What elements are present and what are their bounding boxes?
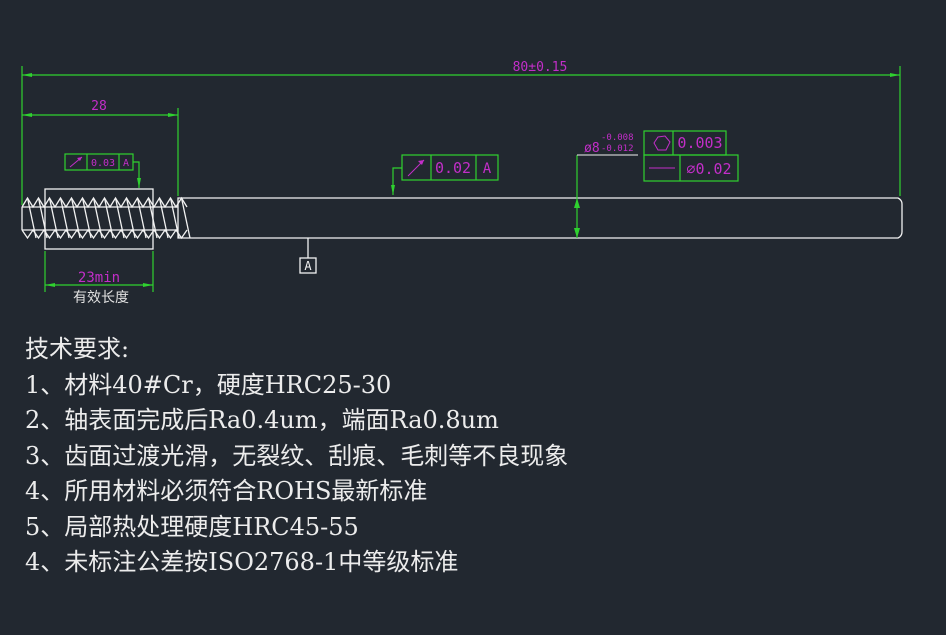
thread-helix-line	[26, 197, 37, 239]
fcf-diameter: 0.003 ∅0.02	[643, 130, 739, 182]
notes-title: 技术要求:	[25, 335, 130, 363]
thread-helix-line	[48, 197, 59, 239]
thread-helix-line	[158, 197, 169, 239]
svg-text:A: A	[483, 161, 492, 177]
svg-text:-0.008: -0.008	[601, 133, 634, 143]
thread-helix-line	[59, 197, 70, 239]
fcf-shaft-runout: 0.02 A	[391, 154, 499, 195]
svg-text:A: A	[304, 259, 312, 273]
note-item: 1、材料40#Cr，硬度HRC25-30	[25, 370, 392, 399]
thread-profile	[21, 228, 188, 240]
svg-text:A: A	[123, 158, 129, 169]
svg-text:0.03: 0.03	[91, 158, 115, 169]
svg-text:0.003: 0.003	[677, 134, 722, 152]
overall-length-dimension: 80±0.15	[21, 60, 901, 205]
thread-section	[21, 188, 191, 250]
svg-text:-0.012: -0.012	[601, 144, 634, 154]
note-item: 3、齿面过渡光滑，无裂纹、刮痕、毛刺等不良现象	[25, 441, 569, 470]
svg-text:0.02: 0.02	[435, 159, 471, 177]
note-item: 2、轴表面完成后Ra0.4um，端面Ra0.8um	[25, 406, 499, 434]
thread-helix-line	[70, 197, 81, 239]
shaft-body	[177, 197, 903, 239]
thread-helix-line	[136, 197, 147, 239]
note-item: 5、局部热处理硬度HRC45-55	[25, 512, 359, 541]
svg-text:ø8: ø8	[584, 141, 600, 156]
svg-text:∅0.02: ∅0.02	[686, 160, 731, 178]
fcf-thread-runout: 0.03 A	[64, 153, 141, 188]
thread-helix-line	[81, 197, 92, 239]
thread-helix-line	[92, 197, 103, 239]
technical-requirements: 技术要求: 1、材料40#Cr，硬度HRC25-30 2、轴表面完成后Ra0.4…	[25, 332, 568, 581]
note-item: 4、所用材料必须符合ROHS最新标准	[25, 477, 428, 505]
thread-length-dimension: 28	[22, 99, 179, 196]
thread-helix-line	[180, 197, 191, 239]
thread-helix-line	[114, 197, 125, 239]
effective-length-dimension: 23min 有效长度	[44, 251, 154, 306]
svg-text:有效长度: 有效长度	[73, 290, 129, 306]
overall-length-text: 80±0.15	[513, 60, 568, 75]
note-item: 4、未标注公差按ISO2768-1中等级标准	[25, 548, 459, 576]
thread-helix-line	[37, 197, 48, 239]
thread-helix-line	[103, 197, 114, 239]
circularity-icon	[653, 135, 671, 151]
svg-text:23min: 23min	[78, 270, 120, 286]
thread-helix-line	[125, 197, 136, 239]
thread-helix-line	[147, 197, 158, 239]
datum-a: A	[299, 238, 317, 274]
diameter-dimension: ø8 -0.008 -0.012	[574, 133, 638, 238]
thread-length-text: 28	[91, 99, 107, 114]
